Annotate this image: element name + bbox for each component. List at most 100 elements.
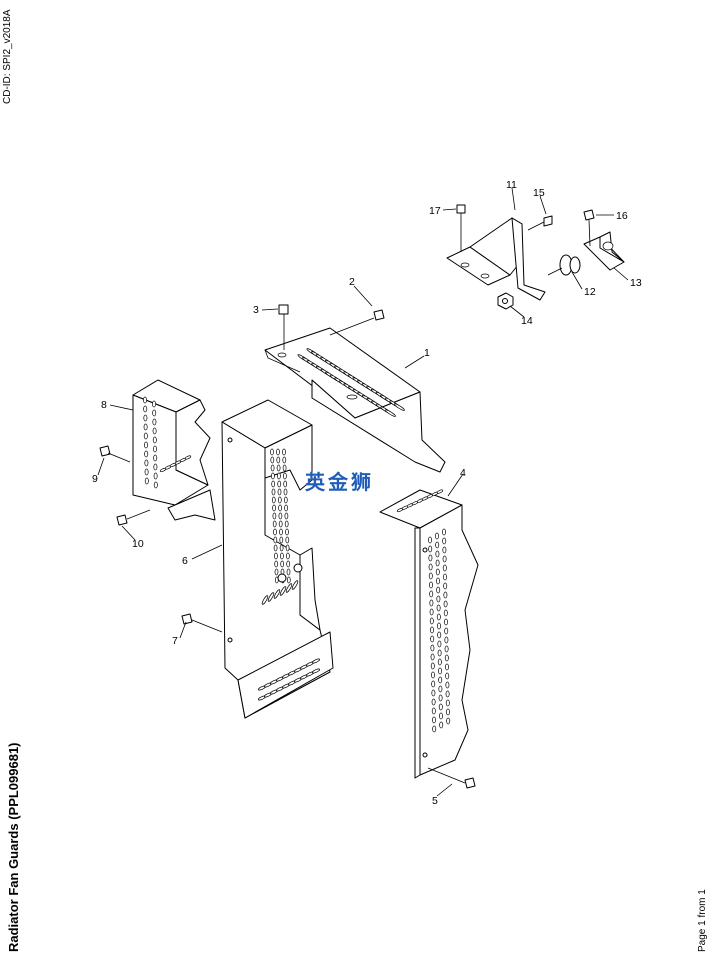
vent-slot bbox=[311, 668, 321, 674]
vent-slot bbox=[143, 396, 147, 404]
vent-slot bbox=[143, 432, 148, 440]
vent-slot bbox=[446, 708, 450, 716]
vent-slot bbox=[276, 448, 280, 456]
callout-11: 11 bbox=[506, 179, 517, 191]
part-6-left-guard bbox=[221, 399, 334, 719]
part-4-right-guard bbox=[379, 489, 479, 779]
callout-labels: 1 2 3 4 5 6 7 8 9 10 11 12 13 14 15 16 1… bbox=[92, 179, 642, 807]
vent-slot bbox=[286, 576, 291, 584]
vent-slot bbox=[153, 481, 158, 489]
vent-slot bbox=[143, 423, 148, 431]
vent-slot bbox=[437, 622, 441, 630]
fasteners bbox=[99, 204, 595, 789]
vent-slot bbox=[286, 568, 291, 576]
vent-slot bbox=[444, 627, 449, 635]
vent-slot bbox=[274, 568, 279, 576]
vent-slot bbox=[276, 456, 281, 464]
callout-14: 14 bbox=[521, 315, 533, 327]
vent-slot bbox=[280, 552, 284, 560]
vent-slot bbox=[428, 554, 433, 562]
vent-slot bbox=[443, 600, 448, 608]
vent-slot bbox=[432, 716, 436, 724]
vent-slot bbox=[280, 560, 285, 568]
vent-slot bbox=[443, 591, 448, 599]
vent-slot bbox=[286, 552, 290, 560]
vent-slot bbox=[278, 512, 283, 520]
callout-7: 7 bbox=[172, 635, 178, 647]
vent-slot bbox=[430, 653, 435, 661]
vent-slot bbox=[435, 550, 440, 558]
vent-slot bbox=[431, 689, 436, 697]
vent-slot bbox=[282, 456, 287, 464]
vent-slot bbox=[285, 528, 289, 536]
vent-slot bbox=[442, 564, 447, 572]
vent-slot bbox=[285, 544, 290, 552]
vent-slot bbox=[284, 520, 289, 528]
vent-slot bbox=[435, 559, 440, 567]
vent-slot bbox=[283, 472, 287, 480]
vent-slot bbox=[272, 512, 277, 520]
vent-slot bbox=[436, 577, 440, 585]
vent-slot bbox=[271, 472, 275, 480]
vent-slot bbox=[443, 573, 447, 581]
vent-slot bbox=[283, 480, 288, 488]
callout-6: 6 bbox=[182, 555, 188, 567]
vent-slot bbox=[428, 545, 433, 553]
vent-slot bbox=[278, 520, 283, 528]
vent-slot bbox=[429, 590, 434, 598]
vent-slot bbox=[437, 649, 442, 657]
vent-slot bbox=[184, 455, 192, 460]
vent-slot bbox=[438, 667, 442, 675]
vent-slot bbox=[153, 472, 158, 480]
vent-slot bbox=[436, 613, 441, 621]
callout-10: 10 bbox=[132, 538, 144, 550]
vent-slot bbox=[428, 563, 433, 571]
part-8-side-guard bbox=[132, 379, 216, 521]
vent-slot bbox=[152, 427, 157, 435]
vent-slot bbox=[277, 472, 281, 480]
vent-slot bbox=[279, 586, 287, 596]
vent-slot bbox=[153, 463, 158, 471]
vent-slot bbox=[430, 626, 434, 634]
vent-slot bbox=[279, 528, 283, 536]
callout-15: 15 bbox=[533, 187, 545, 199]
vent-slot bbox=[144, 441, 148, 449]
vent-slot bbox=[277, 480, 282, 488]
vent-slot bbox=[442, 528, 446, 536]
vent-slot bbox=[438, 703, 443, 711]
vent-slot bbox=[438, 694, 443, 702]
vent-slot bbox=[437, 658, 442, 666]
vent-slot bbox=[384, 409, 396, 417]
vent-slot bbox=[144, 477, 149, 485]
vent-slot bbox=[277, 488, 282, 496]
vent-slot bbox=[153, 445, 157, 453]
vent-slot bbox=[273, 536, 278, 544]
vent-slot bbox=[285, 536, 290, 544]
vent-slot bbox=[285, 583, 293, 593]
callout-8: 8 bbox=[101, 399, 107, 411]
vent-slot bbox=[152, 436, 157, 444]
vent-slot bbox=[445, 663, 449, 671]
vent-slot bbox=[436, 489, 444, 494]
callout-13: 13 bbox=[630, 277, 642, 289]
vent-slot bbox=[283, 488, 288, 496]
part-13-bracket bbox=[583, 231, 625, 271]
callout-3: 3 bbox=[253, 304, 259, 316]
vent-slot bbox=[284, 504, 288, 512]
vent-slot bbox=[261, 595, 269, 605]
vent-slot bbox=[429, 608, 434, 616]
vent-slot bbox=[430, 635, 435, 643]
vent-slot bbox=[445, 681, 450, 689]
vent-slot bbox=[144, 450, 149, 458]
vent-slot bbox=[291, 580, 299, 590]
callout-2: 2 bbox=[349, 276, 355, 288]
vent-slot bbox=[286, 560, 291, 568]
vent-slot bbox=[444, 636, 449, 644]
vent-slot bbox=[393, 403, 405, 411]
vent-slot bbox=[282, 448, 286, 456]
vent-slot bbox=[437, 631, 442, 639]
vent-slot bbox=[270, 464, 275, 472]
vent-slot bbox=[431, 698, 436, 706]
vent-slot bbox=[271, 496, 276, 504]
